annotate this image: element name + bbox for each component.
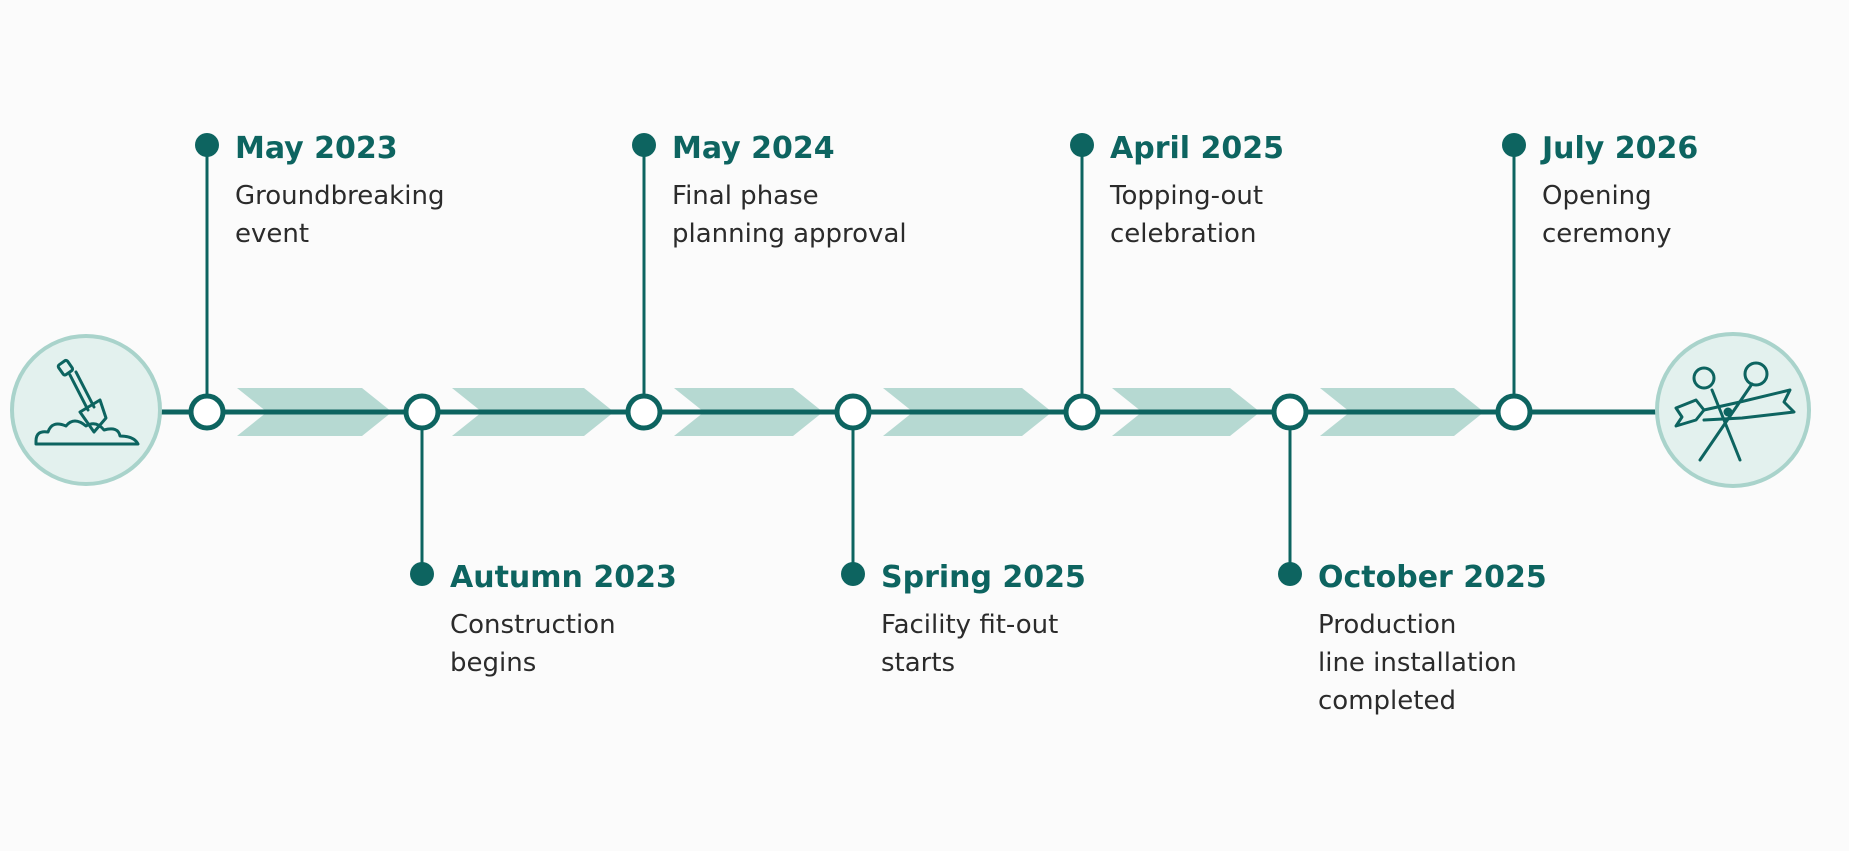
milestone-dot xyxy=(1278,562,1302,586)
milestone-dot xyxy=(1502,133,1526,157)
timeline-node xyxy=(1271,393,1309,431)
milestone-description: Final phase planning approval xyxy=(672,181,907,249)
milestone-date: May 2023 xyxy=(235,131,398,166)
milestone-description: Production line installation completed xyxy=(1318,610,1517,716)
timeline-node xyxy=(625,393,663,431)
scissors-cutting-ribbon-icon xyxy=(1655,332,1811,488)
milestone-date: Spring 2025 xyxy=(881,560,1086,595)
milestone-dot xyxy=(841,562,865,586)
milestone-dot xyxy=(410,562,434,586)
timeline-node xyxy=(834,393,872,431)
milestone-description: Topping-out celebration xyxy=(1110,181,1264,249)
milestone-dot xyxy=(195,133,219,157)
timeline-node xyxy=(403,393,441,431)
milestone-dot xyxy=(1070,133,1094,157)
milestone-description: Opening ceremony xyxy=(1542,181,1672,249)
milestone-date: July 2026 xyxy=(1542,131,1699,166)
milestone-description: Groundbreaking event xyxy=(235,181,445,249)
milestone-date: April 2025 xyxy=(1110,131,1284,166)
timeline-node xyxy=(1063,393,1101,431)
shovel-in-ground-icon xyxy=(10,334,162,486)
milestone-description: Facility fit-out starts xyxy=(881,610,1059,678)
milestone-dot xyxy=(632,133,656,157)
milestone-date: May 2024 xyxy=(672,131,835,166)
timeline-node xyxy=(188,393,226,431)
milestone-date: October 2025 xyxy=(1318,560,1547,595)
milestone-description: Construction begins xyxy=(450,610,616,678)
timeline-node xyxy=(1495,393,1533,431)
milestone-date: Autumn 2023 xyxy=(450,560,677,595)
